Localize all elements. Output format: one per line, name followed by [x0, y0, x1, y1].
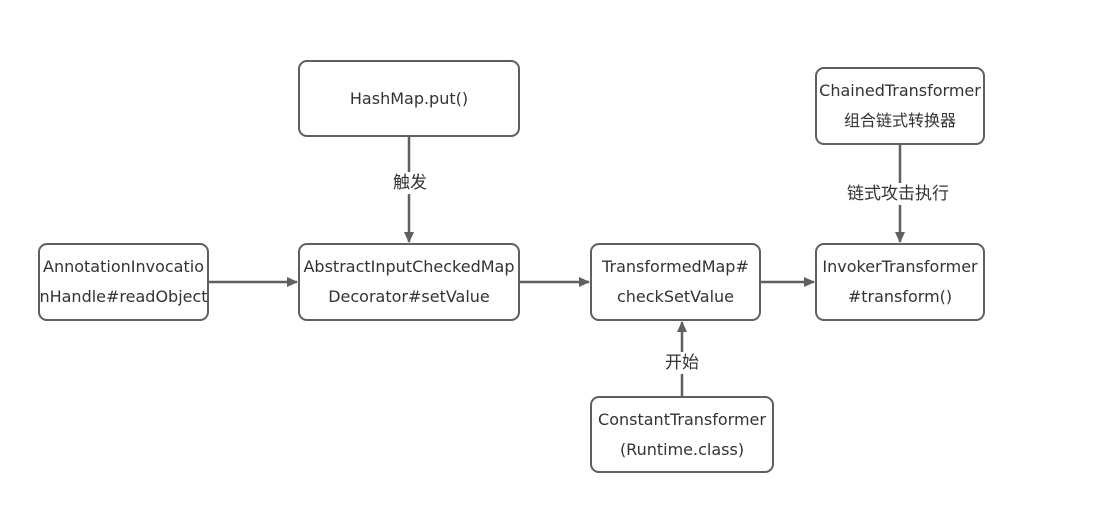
node-chained-transformer-line-2: 组合链式转换器 — [843, 111, 956, 130]
node-abstract-decorator-line-2: Decorator#setValue — [328, 287, 490, 306]
node-constant-transformer-line-2: (Runtime.class) — [619, 439, 745, 459]
node-chained-transformer-line-1: ChainedTransformer — [819, 81, 981, 100]
node-constant-transformer-line-1: ConstantTransformer — [598, 409, 766, 429]
node-annotation-handler-line-1: AnnotationInvocatio — [43, 257, 204, 276]
node-invoker-transformer: InvokerTransformer #transform() — [815, 243, 985, 321]
node-hashmap-put-line-1: HashMap.put() — [349, 88, 469, 108]
node-transformed-map-line-2: checkSetValue — [616, 287, 735, 306]
node-annotation-handler-line-2: nHandle#readObject — [39, 287, 208, 306]
node-transformed-map: TransformedMap# checkSetValue — [590, 243, 761, 321]
node-abstract-decorator-line-1: AbstractInputCheckedMap — [303, 257, 515, 276]
node-transformed-map-line-1: TransformedMap# — [602, 257, 749, 276]
node-abstract-decorator: AbstractInputCheckedMap Decorator#setVal… — [298, 243, 520, 321]
node-chained-transformer: ChainedTransformer 组合链式转换器 — [815, 67, 985, 145]
node-constant-transformer: ConstantTransformer (Runtime.class) — [590, 396, 774, 473]
edge-label-start: 开始 — [664, 352, 700, 374]
edge-label-trigger: 触发 — [392, 172, 428, 194]
node-invoker-transformer-line-1: InvokerTransformer — [822, 257, 978, 276]
node-invoker-transformer-line-2: #transform() — [847, 287, 953, 306]
edge-label-chain-exec: 链式攻击执行 — [846, 183, 950, 205]
node-hashmap-put: HashMap.put() — [298, 60, 520, 137]
node-annotation-handler: AnnotationInvocatio nHandle#readObject — [38, 243, 209, 321]
